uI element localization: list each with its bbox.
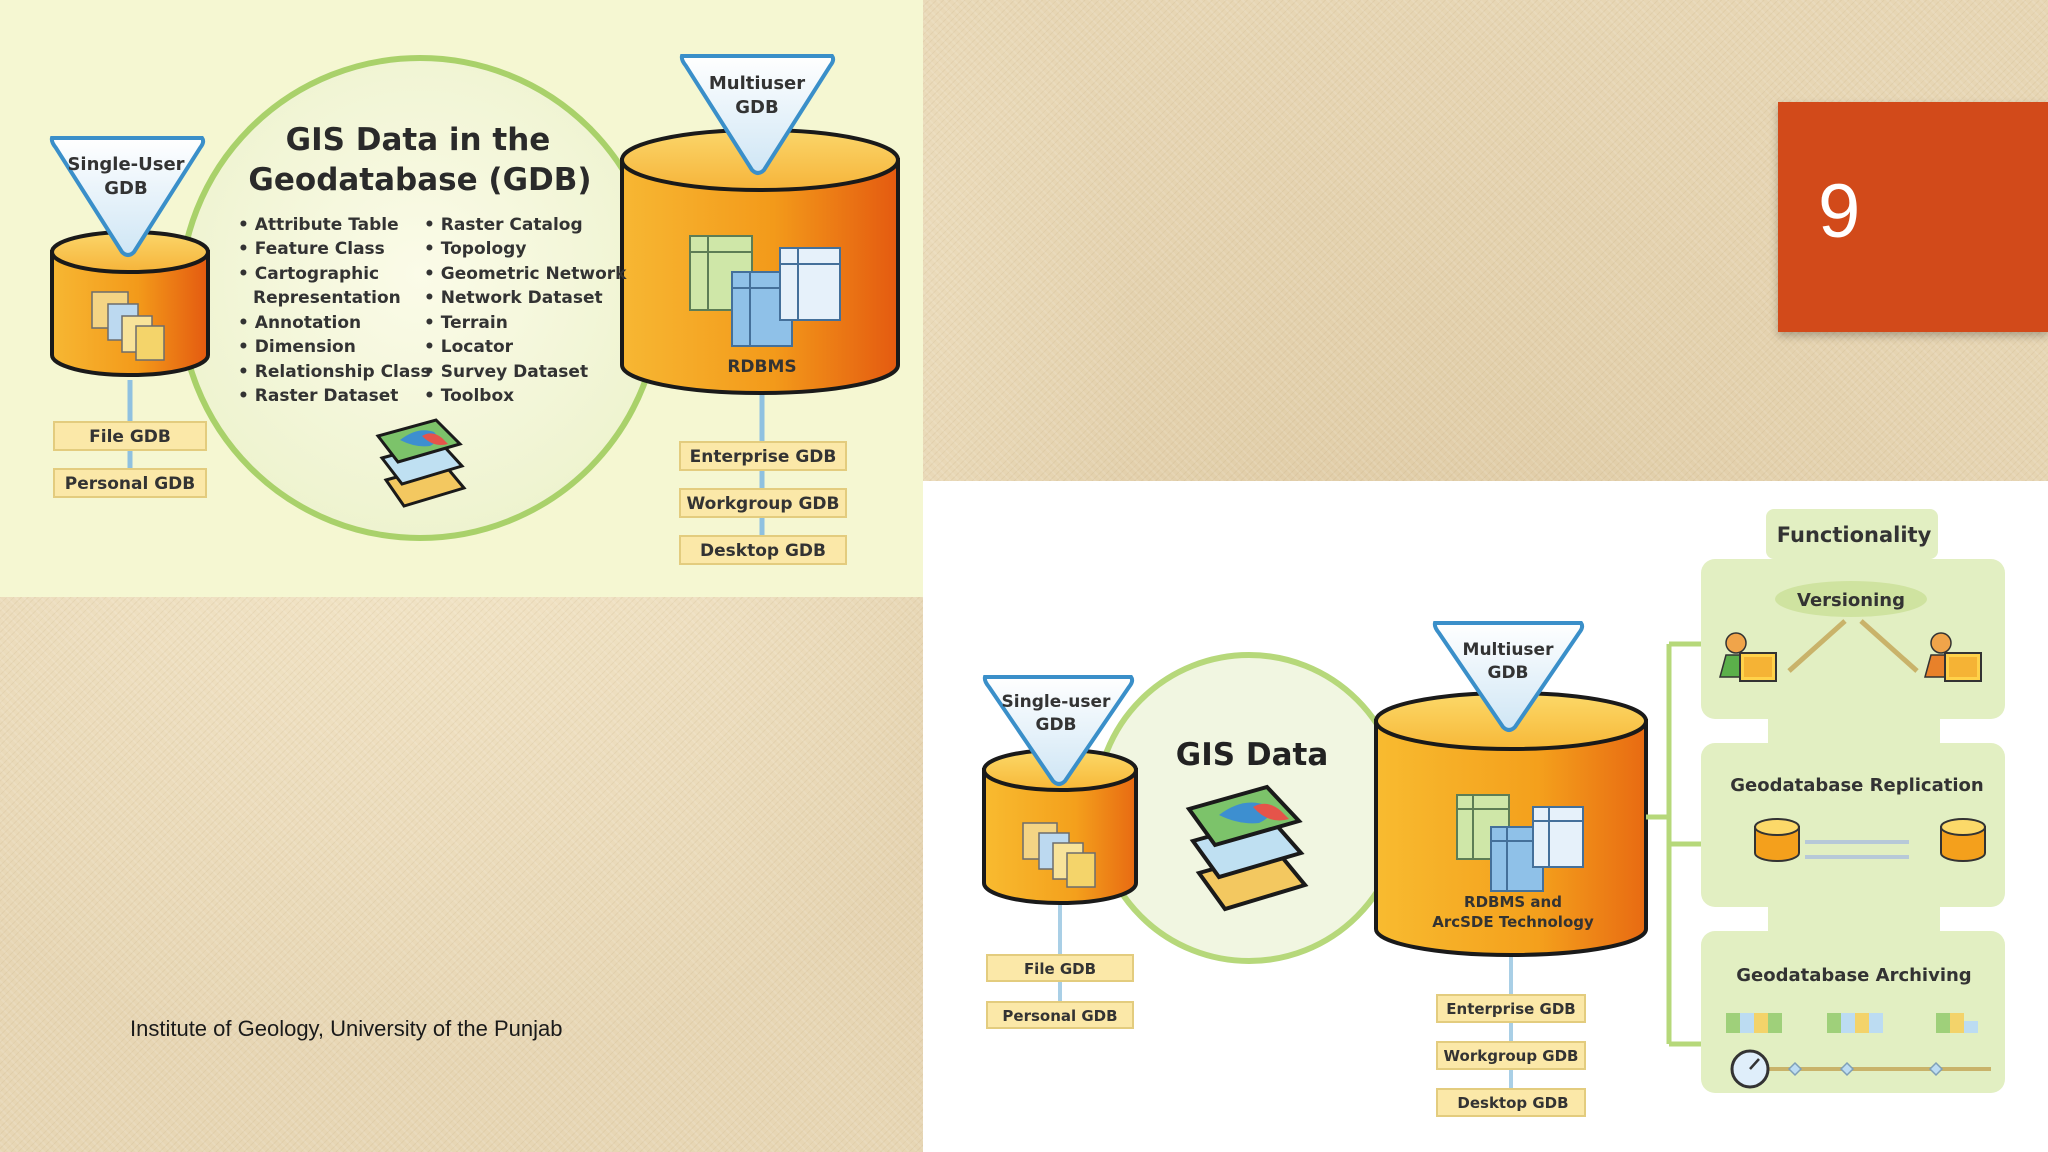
replication-panel [1701, 743, 2005, 907]
personal-gdb-label: Personal GDB [65, 474, 196, 494]
desktop-gdb-label: Desktop GDB [700, 541, 826, 561]
workgroup-gdb-box [1436, 1041, 1586, 1070]
rdbms-label: ArcSDE Technology [1432, 913, 1594, 931]
list-item: Representation [253, 288, 401, 308]
versioning-label: Versioning [1797, 590, 1905, 611]
versioning-pill [1775, 581, 1927, 617]
slide-number-badge: 9 [1778, 102, 2048, 332]
diagram-title: Geodatabase (GDB) [248, 162, 591, 198]
personal-gdb-box [986, 1001, 1134, 1029]
rdbms-label: RDBMS and [1464, 893, 1562, 911]
multiuser-gdb-marker [679, 54, 836, 175]
enterprise-gdb-box [1436, 994, 1586, 1023]
list-item: • Survey Dataset [424, 362, 588, 382]
tables-icon [689, 235, 841, 347]
single-user-gdb-marker [49, 136, 206, 257]
user-computer-icon [1924, 632, 1982, 682]
gis-data-title: GIS Data [1176, 737, 1329, 773]
documents-icon [91, 291, 165, 361]
list-item: • Cartographic [238, 264, 379, 284]
database-icon [1940, 818, 1986, 862]
enterprise-gdb-label: Enterprise GDB [690, 447, 837, 467]
file-gdb-label: File GDB [89, 427, 171, 447]
map-layers-icon [375, 418, 467, 508]
slide-footer: Institute of Geology, University of the … [130, 1016, 563, 1041]
single-user-label: GDB [104, 178, 147, 199]
clock-icon [1730, 1049, 1770, 1089]
multiuser-label: GDB [735, 97, 778, 118]
multiuser-label: Multiuser [1463, 640, 1555, 660]
archiving-panel [1701, 931, 2005, 1093]
documents-icon [1022, 822, 1096, 888]
rdbms-label: RDBMS [727, 357, 796, 377]
functionality-title: Functionality [1777, 523, 1932, 547]
multiuser-label: GDB [1487, 663, 1528, 683]
workgroup-gdb-label: Workgroup GDB [687, 494, 840, 514]
replication-arrows [1805, 840, 1909, 859]
workgroup-gdb-label: Workgroup GDB [1444, 1047, 1579, 1065]
list-item: • Feature Class [238, 239, 385, 259]
list-item: • Geometric Network [424, 264, 627, 284]
archive-table-icon [1936, 1013, 1978, 1033]
geodatabase-diagram-2: GIS Data Single-user GDB RDBMS and ArcSD… [923, 481, 2048, 1152]
diagram-title: GIS Data in the [286, 122, 551, 158]
personal-gdb-label: Personal GDB [1002, 1007, 1117, 1025]
slide-number: 9 [1818, 169, 1861, 254]
list-item: • Annotation [238, 313, 361, 333]
single-user-label: GDB [1035, 715, 1076, 735]
user-computer-icon [1719, 632, 1777, 682]
list-item: • Locator [424, 337, 514, 357]
enterprise-gdb-label: Enterprise GDB [1446, 1000, 1575, 1018]
map-layers-icon [1185, 784, 1309, 912]
file-gdb-box [53, 421, 207, 451]
timeline-markers [1787, 1061, 1944, 1077]
enterprise-gdb-box [679, 441, 847, 471]
multiuser-gdb-marker [1432, 621, 1585, 732]
desktop-gdb-box [679, 535, 847, 565]
list-item: • Network Dataset [424, 288, 603, 308]
list-item: • Relationship Class [238, 362, 431, 382]
list-item: • Raster Catalog [424, 215, 583, 235]
tables-icon [1456, 794, 1584, 892]
workgroup-gdb-box [679, 488, 847, 518]
multiuser-label: Multiuser [709, 73, 805, 94]
list-item: • Raster Dataset [238, 386, 398, 406]
replication-label: Geodatabase Replication [1730, 775, 1983, 796]
archiving-label: Geodatabase Archiving [1736, 965, 1971, 986]
database-icon [1754, 818, 1800, 862]
panel-connector [1768, 719, 1940, 743]
list-item: • Topology [424, 239, 526, 259]
single-user-gdb-marker [982, 675, 1135, 786]
single-user-label: Single-user [1002, 692, 1112, 712]
list-item: • Terrain [424, 313, 508, 333]
functionality-tab [1766, 509, 1938, 559]
list-item: • Toolbox [424, 386, 514, 406]
archive-table-icon [1827, 1013, 1883, 1033]
personal-gdb-box [53, 468, 207, 498]
archive-table-icon [1726, 1013, 1782, 1033]
desktop-gdb-box [1436, 1088, 1586, 1117]
desktop-gdb-label: Desktop GDB [1457, 1094, 1568, 1112]
single-user-label: Single-User [67, 154, 184, 175]
versioning-arrows [1787, 619, 1919, 673]
functionality-bracket [1646, 641, 1703, 1047]
list-item: • Dimension [238, 337, 356, 357]
file-gdb-label: File GDB [1024, 960, 1096, 978]
list-item: • Attribute Table [238, 215, 399, 235]
geodatabase-diagram-1: Single-User GDB RDBMS Multiuser GDB GIS … [0, 0, 923, 597]
panel-connector [1768, 907, 1940, 931]
file-gdb-box [986, 954, 1134, 982]
